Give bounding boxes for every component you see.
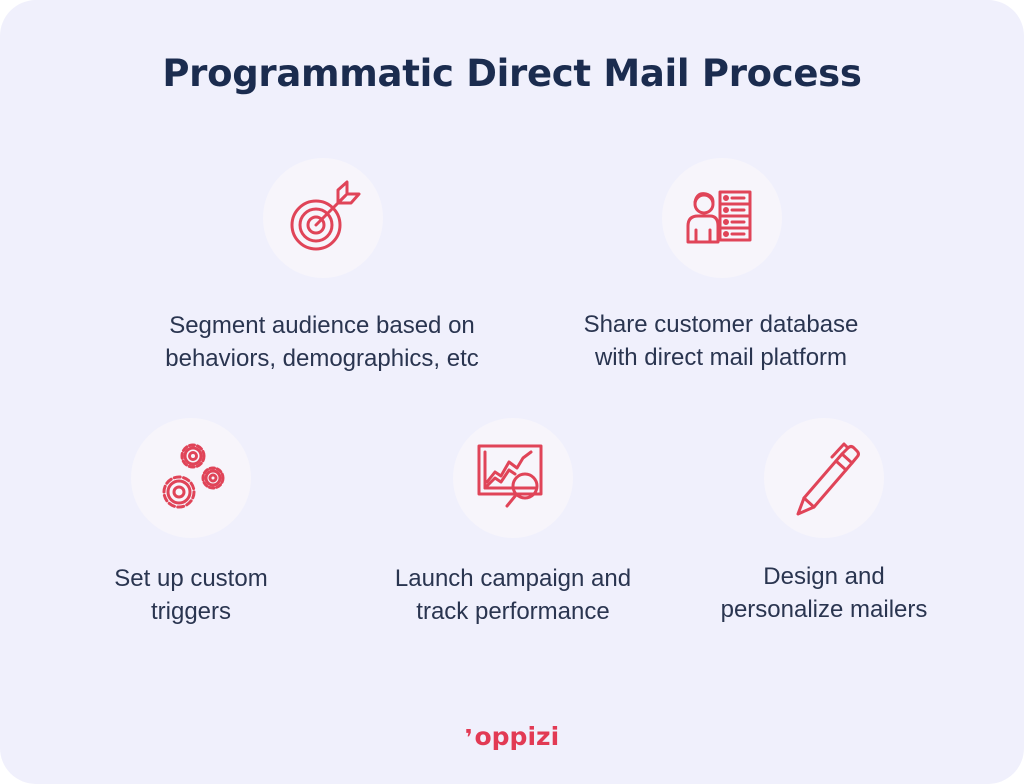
step-label: Set up custom triggers (41, 562, 341, 628)
step-icon-circle (764, 418, 884, 538)
step-icon-circle (263, 158, 383, 278)
step-label: Segment audience based on behaviors, dem… (122, 309, 522, 375)
step-label-line: behaviors, demographics, etc (165, 345, 479, 372)
pen-icon (796, 442, 860, 516)
step-label-line: Set up custom (114, 565, 268, 592)
customer-database-icon (686, 190, 752, 244)
step-label-line: Share customer database (583, 311, 859, 338)
page-title: Programmatic Direct Mail Process (162, 52, 862, 95)
chart-magnifier-icon (477, 444, 543, 508)
gears-icon (162, 443, 225, 509)
step-icon-circle (453, 418, 573, 538)
target-arrow-icon (290, 180, 361, 251)
logo-mark-icon: ❜ (464, 726, 473, 751)
step-label: Design and personalize mailers (674, 560, 974, 626)
step-label-line: with direct mail platform (594, 344, 848, 371)
step-label-line: Segment audience based on (169, 312, 475, 339)
step-label: Launch campaign and track performance (353, 562, 673, 628)
step-icon-circle (662, 158, 782, 278)
step-label-line: personalize mailers (720, 596, 928, 623)
step-label-line: Launch campaign and (394, 565, 632, 592)
logo-text: oppizi (474, 722, 560, 751)
step-label-line: Design and (763, 563, 885, 590)
brand-logo: ❜oppizi (0, 722, 1024, 751)
step-label: Share customer database with direct mail… (521, 308, 921, 374)
step-icon-circle (131, 418, 251, 538)
step-label-line: track performance (416, 598, 610, 625)
step-label-line: triggers (150, 598, 232, 625)
